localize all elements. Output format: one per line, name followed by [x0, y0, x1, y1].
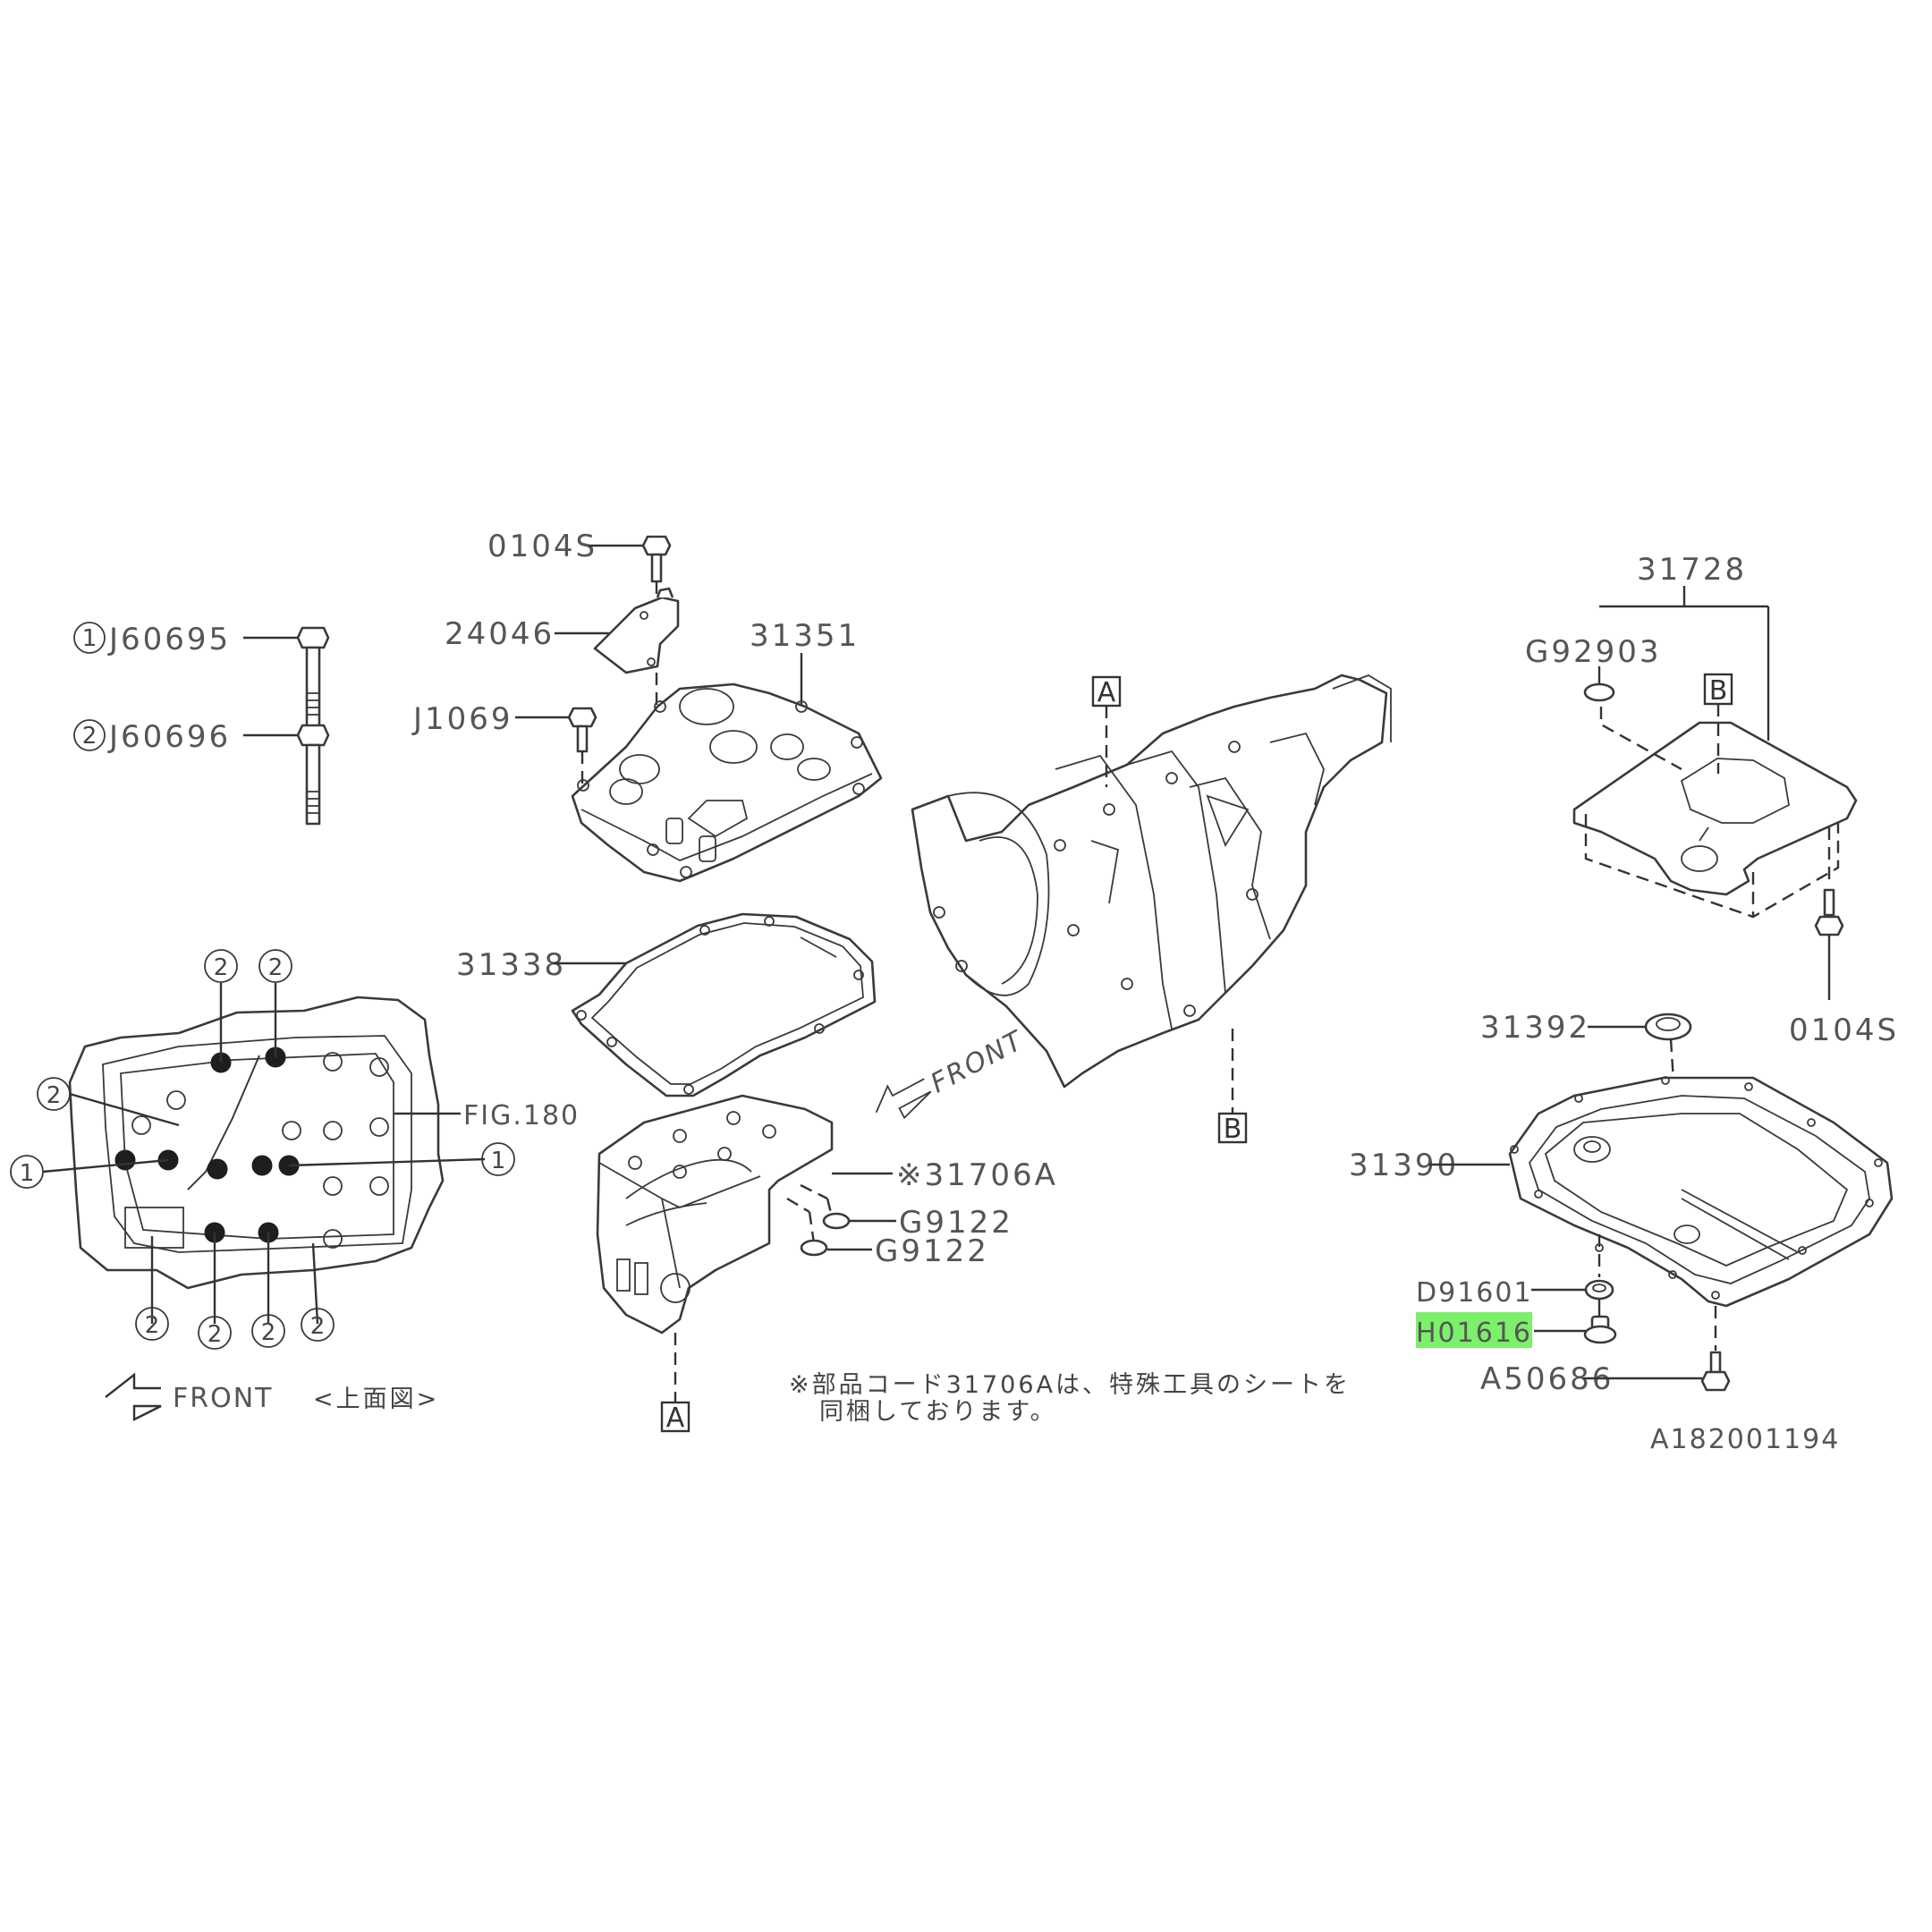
part-label-j1069[interactable]: J1069 — [411, 701, 513, 737]
bolt-2-icon — [251, 1155, 273, 1176]
part-label-0104s[interactable]: 0104S — [487, 529, 597, 564]
part-label-24046[interactable]: 24046 — [445, 616, 555, 652]
magnet-icon — [1644, 1013, 1692, 1041]
bolt-icon — [1814, 888, 1844, 936]
part-31338-gasket[interactable]: 31338 — [456, 912, 877, 1097]
part-a50686-pan-bolt[interactable]: A50686 — [1480, 1306, 1731, 1397]
transmission-front-indicator: FRONT — [875, 1024, 1030, 1120]
oil-pan-icon — [1508, 1076, 1894, 1308]
flange-bolt-icon — [296, 724, 330, 826]
svg-text:A: A — [666, 1402, 685, 1434]
part-label-31338[interactable]: 31338 — [456, 947, 566, 983]
part-g92903-o-ring[interactable]: G92903 — [1525, 634, 1682, 771]
part-label-31706a[interactable]: ※31706A — [896, 1157, 1058, 1193]
svg-text:1: 1 — [82, 625, 97, 652]
valve-body-outline-icon — [68, 996, 445, 1290]
svg-text:FRONT: FRONT — [173, 1383, 273, 1414]
oil-strainer-ref-b[interactable]: B — [1703, 673, 1733, 774]
svg-text:2: 2 — [47, 1082, 62, 1109]
svg-text:2: 2 — [145, 1312, 160, 1339]
circled-number-1-icon — [73, 622, 106, 654]
part-label-j60696[interactable]: J60696 — [107, 719, 231, 755]
bracket-icon — [593, 587, 680, 674]
seal-ring-icon — [822, 1212, 851, 1230]
part-label-d91601[interactable]: D91601 — [1416, 1277, 1533, 1309]
legend-bolt-1[interactable]: 1 J60695 — [73, 622, 330, 728]
part-j1069-bolt[interactable]: J1069 — [411, 701, 597, 785]
transmission-ref-a[interactable]: A — [1091, 675, 1122, 787]
part-label-31351[interactable]: 31351 — [750, 618, 860, 654]
part-31392-magnet[interactable]: 31392 — [1480, 1010, 1692, 1208]
part-label-0104s-right[interactable]: 0104S — [1789, 1013, 1899, 1048]
svg-text:2: 2 — [82, 723, 97, 750]
svg-text:B: B — [1224, 1114, 1242, 1145]
svg-text:2: 2 — [261, 1319, 276, 1346]
part-d91601-gasket[interactable]: D91601 — [1416, 1234, 1614, 1317]
svg-text:2: 2 — [214, 954, 229, 981]
part-note: ※部品コード31706Aは、特殊工具のシートを 同梱しております。 — [789, 1371, 1351, 1426]
part-31706A-valve-body[interactable]: ※31706A — [596, 1094, 1058, 1335]
part-label-j60695[interactable]: J60695 — [107, 622, 231, 657]
diagram-id-code: A182001194 — [1650, 1424, 1840, 1455]
ref-box-a — [660, 1401, 691, 1433]
valve-cover-icon — [571, 682, 883, 883]
transmission-case-icon — [911, 674, 1392, 1089]
bolt-icon — [1700, 1351, 1731, 1392]
svg-text:1: 1 — [491, 1148, 506, 1174]
part-label-31728[interactable]: 31728 — [1637, 552, 1747, 588]
valve-body-top-view — [42, 983, 486, 1325]
svg-text:2: 2 — [310, 1313, 326, 1340]
svg-text:<上面図>: <上面図> — [313, 1385, 439, 1413]
part-label-g9122-1[interactable]: G9122 — [899, 1205, 1013, 1241]
ref-box-b — [1217, 1112, 1248, 1144]
svg-text:2: 2 — [208, 1321, 223, 1348]
valve-body-ref-a[interactable]: A — [660, 1333, 691, 1434]
part-31351-valve-cover[interactable]: 31351 — [571, 618, 883, 883]
part-31728-oil-strainer[interactable]: 31728 — [1572, 552, 1858, 919]
part-h01616-drain-plug[interactable]: H01616 — [1416, 1312, 1617, 1349]
bolt-2-icon — [207, 1158, 228, 1180]
front-direction-indicator: FRONT <上面図> — [105, 1372, 439, 1421]
solenoid-connector-icon — [124, 1207, 184, 1249]
part-label-h01616[interactable]: H01616 — [1416, 1318, 1532, 1349]
part-g9122-seal-2[interactable]: G9122 — [786, 1197, 989, 1269]
o-ring-icon — [1583, 682, 1615, 702]
part-label-31392[interactable]: 31392 — [1480, 1010, 1590, 1046]
drain-plug-icon — [1583, 1315, 1617, 1344]
seal-ring-icon — [800, 1239, 828, 1257]
gasket-ring-icon — [1584, 1279, 1614, 1301]
flange-bolt-icon — [296, 626, 330, 728]
ref-box-a — [1091, 675, 1122, 708]
fig-180-reference-link[interactable]: FIG.180 — [463, 1100, 580, 1131]
valve-body-icon — [596, 1094, 834, 1335]
circled-number-2-icon — [73, 719, 106, 751]
bolt-icon — [641, 535, 672, 583]
svg-text:A: A — [1097, 677, 1116, 708]
part-0104S-strainer-bolt[interactable]: 0104S — [1789, 827, 1899, 1048]
bolt-1-icon — [114, 1149, 136, 1171]
arrow-left-icon — [105, 1372, 162, 1421]
legend-bolt-2[interactable]: 2 J60696 — [73, 719, 330, 826]
part-0104S-top[interactable]: 0104S — [487, 529, 672, 617]
oil-strainer-icon — [1572, 721, 1858, 919]
part-31390-oil-pan[interactable]: 31390 — [1349, 1076, 1894, 1308]
arrow-front-icon — [875, 1078, 932, 1120]
svg-text:1: 1 — [20, 1160, 35, 1187]
note-line-1: ※部品コード31706Aは、特殊工具のシートを — [789, 1371, 1351, 1399]
part-label-g9122-2[interactable]: G9122 — [875, 1233, 989, 1269]
part-24046-bracket[interactable]: 24046 — [445, 587, 680, 707]
part-label-g92903[interactable]: G92903 — [1525, 634, 1662, 670]
transmission-case[interactable]: A B FRONT — [868, 674, 1392, 1145]
svg-text:2: 2 — [268, 954, 284, 981]
part-g9122-seal-1[interactable]: G9122 — [800, 1183, 1013, 1241]
top-view-markers: 2 2 2 1 1 2 2 2 2 — [10, 949, 515, 1350]
gasket-icon — [571, 912, 877, 1097]
svg-text:FRONT: FRONT — [926, 1024, 1030, 1099]
svg-text:B: B — [1709, 675, 1728, 707]
transmission-ref-b[interactable]: B — [1217, 1029, 1248, 1145]
note-line-2: 同梱しております。 — [819, 1398, 1057, 1426]
highlight-marker — [1416, 1312, 1532, 1348]
bolt-icon — [567, 707, 597, 753]
